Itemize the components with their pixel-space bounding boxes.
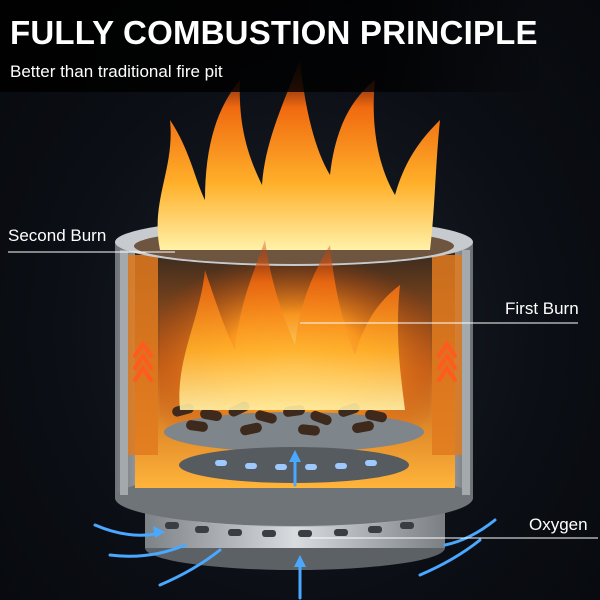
flames: [157, 60, 440, 410]
page-title: FULLY COMBUSTION PRINCIPLE: [10, 14, 538, 51]
callout-lines: [8, 251, 598, 539]
callout-first-burn: First Burn: [505, 299, 579, 318]
page-subtitle: Better than traditional fire pit: [10, 62, 223, 81]
callout-oxygen: Oxygen: [529, 515, 588, 534]
title-band: [0, 0, 548, 92]
oxygen-airflow-heads: [153, 450, 306, 567]
callout-second-burn: Second Burn: [8, 226, 107, 245]
heat-flow-arrows: [133, 340, 457, 382]
